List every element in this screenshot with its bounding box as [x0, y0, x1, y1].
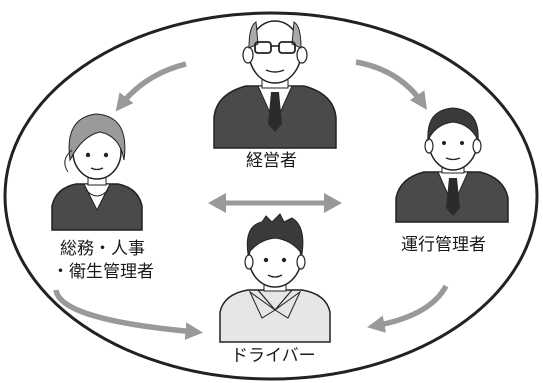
arrow-icon	[53, 289, 204, 340]
label-executive: 経営者	[246, 151, 297, 171]
outer-ellipse	[3, 11, 539, 381]
label-general-affairs-line2: ・衛生管理者	[52, 262, 154, 282]
executive-figure	[213, 20, 337, 149]
bidirectional-arrow-icon	[208, 193, 342, 213]
label-general-affairs-line1: 総務・人事	[60, 239, 145, 259]
operations-manager-figure	[395, 107, 509, 223]
label-operations-manager: 運行管理者	[401, 235, 486, 255]
label-driver: ドライバー	[231, 346, 316, 366]
arrow-icon	[355, 59, 427, 110]
general-affairs-figure	[51, 113, 143, 231]
arrow-icon	[367, 284, 449, 333]
driver-figure	[219, 213, 331, 343]
arrow-icon	[115, 61, 187, 112]
